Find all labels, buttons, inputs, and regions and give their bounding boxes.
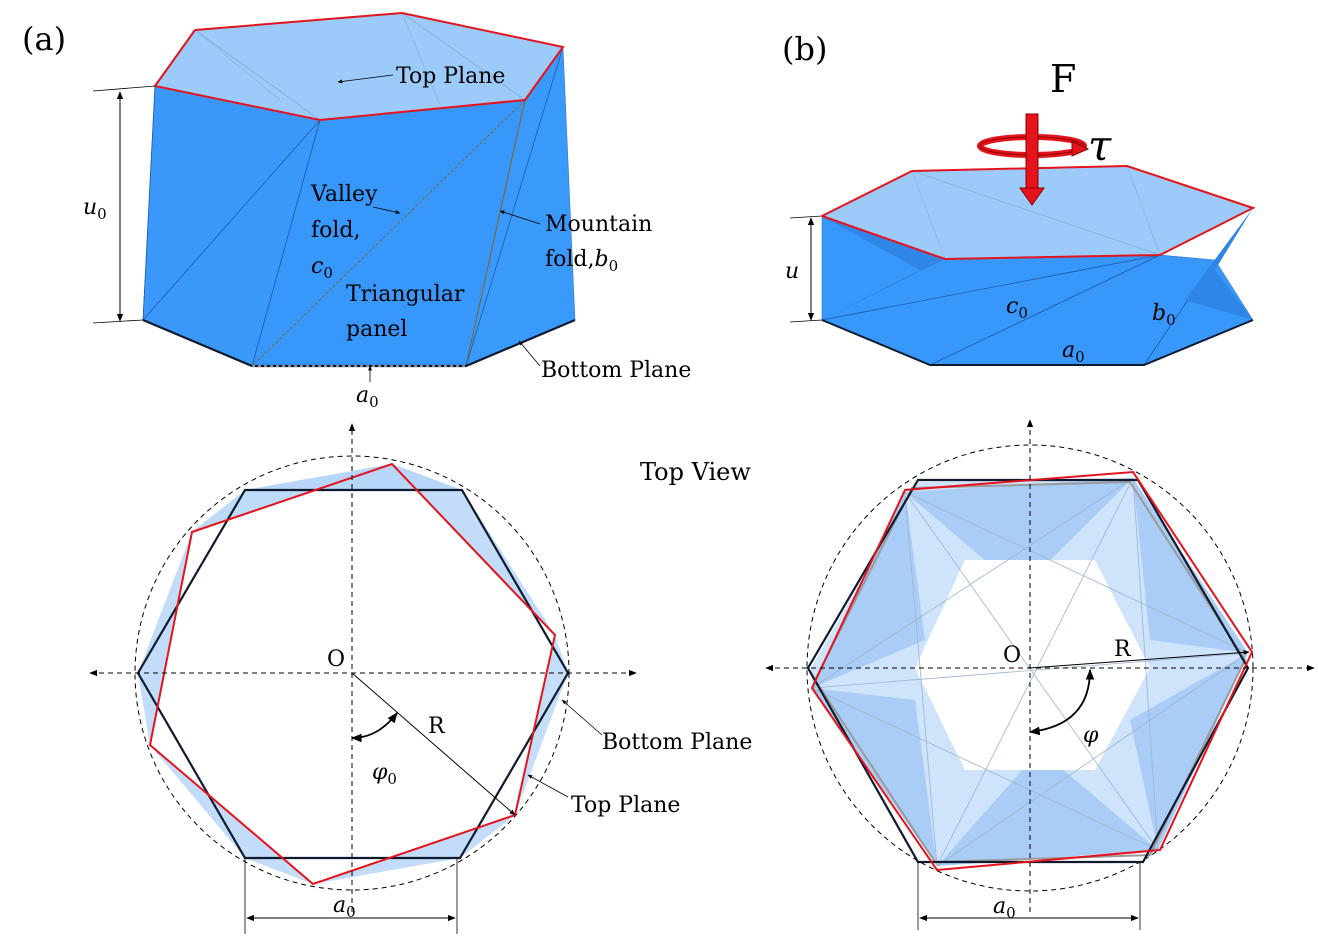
top-face xyxy=(155,13,563,120)
top-view-b xyxy=(765,419,1315,930)
a0-label-top-b: a0 xyxy=(993,894,1016,922)
b0-label-b: b0 xyxy=(1152,301,1176,329)
force-torque-indicator xyxy=(977,113,1090,206)
triangular-label-2: panel xyxy=(346,317,407,342)
bottom-plane-label-a: Bottom Plane xyxy=(541,358,691,383)
top-face-b xyxy=(822,166,1253,259)
origin-label-b: O xyxy=(1003,643,1021,668)
panel-b-label: (b) xyxy=(782,30,827,68)
bottom-plane-arrow-a xyxy=(518,340,541,367)
radius-label-a: R xyxy=(428,714,446,739)
torque-label: τ xyxy=(1088,121,1112,170)
top-view-title: Top View xyxy=(640,458,751,486)
a0-label-b: a0 xyxy=(1062,338,1085,366)
panel-a-structure xyxy=(142,11,576,368)
panel-a-label: (a) xyxy=(22,20,66,58)
valley-arrow xyxy=(372,206,401,214)
bottom-plane-label-top: Bottom Plane xyxy=(602,730,752,755)
top-plane-label-a: Top Plane xyxy=(396,64,505,89)
mountain-label-2: fold,b0 xyxy=(545,247,618,275)
triangular-label-1: Triangular xyxy=(346,282,465,307)
force-label: F xyxy=(1050,57,1076,101)
radius-label-b: R xyxy=(1114,637,1132,662)
u-label-b: u xyxy=(785,259,799,284)
height-dimension-b xyxy=(789,215,823,323)
top-view-a xyxy=(89,423,637,934)
top-plane-arrow-a xyxy=(337,74,394,84)
origin-label-a: O xyxy=(327,647,345,672)
height-dimension-a xyxy=(92,85,156,324)
valley-label-c0: c0 xyxy=(311,254,333,282)
a0-label-top-a: a0 xyxy=(333,893,356,921)
valley-label-1: Valley xyxy=(310,182,378,207)
a0-label-a: a0 xyxy=(356,383,379,411)
u0-label: u0 xyxy=(83,195,107,223)
c0-label-b: c0 xyxy=(1006,294,1028,322)
phi0-label: φ0 xyxy=(372,760,397,788)
panel-b-structure xyxy=(821,164,1256,366)
top-plane-label-top: Top Plane xyxy=(571,793,680,818)
valley-label-2: fold, xyxy=(311,218,361,243)
phi-label-b: φ xyxy=(1083,723,1099,748)
mountain-arrow xyxy=(499,210,541,225)
mountain-label-1: Mountain xyxy=(545,212,652,237)
